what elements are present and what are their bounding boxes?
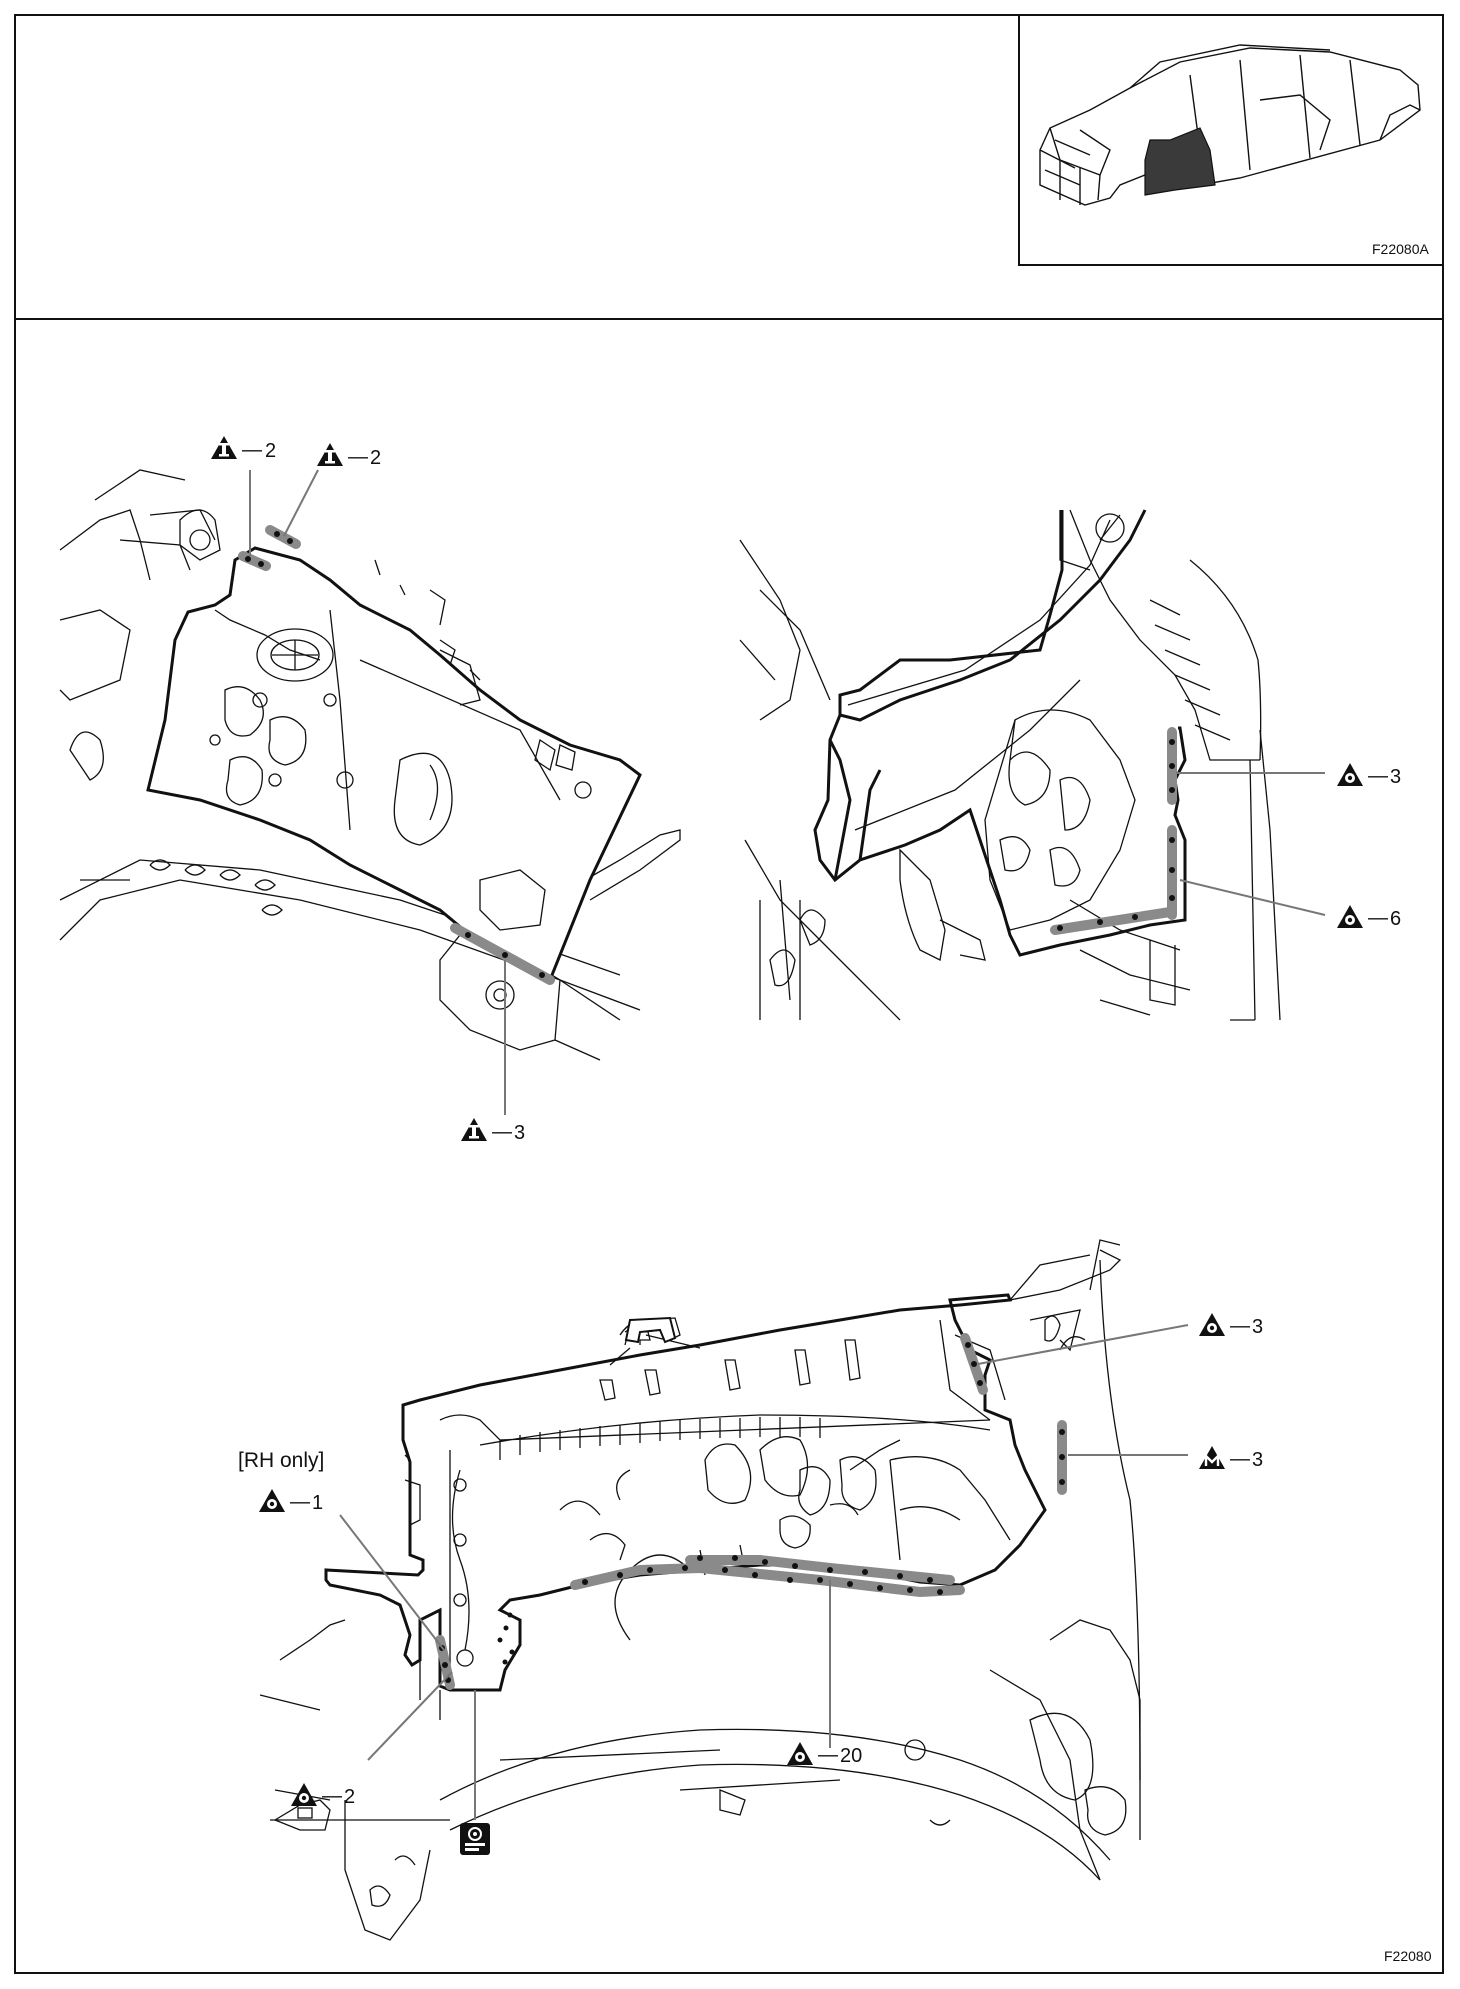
top-left-leader-lines — [249, 469, 506, 1115]
svg-text:3: 3 — [1390, 766, 1401, 788]
svg-text:—: — — [1230, 1315, 1250, 1337]
svg-text:—: — — [1368, 765, 1388, 787]
top-right-leader-lines — [1176, 772, 1326, 916]
side-member-details — [404, 1317, 1011, 1720]
page-frame — [14, 14, 1444, 1974]
inset-highlighted-panel — [1144, 127, 1216, 196]
svg-text:2: 2 — [370, 447, 381, 469]
wheelhouse-structure-lines — [847, 514, 1121, 831]
side-member-panel — [324, 1293, 1047, 1692]
plug-weld-icon — [259, 1489, 285, 1512]
callout-top-left-a: — 2 — [211, 436, 276, 462]
svg-text:2: 2 — [344, 1786, 355, 1808]
svg-text:2: 2 — [265, 440, 276, 462]
top-right-weld-marks — [1050, 727, 1177, 935]
callout-top-left-c: — 3 — [461, 1118, 525, 1144]
main-figure-id: F22080 — [1384, 1948, 1432, 1964]
svg-text:3: 3 — [514, 1122, 525, 1144]
sealer-icon — [460, 1823, 490, 1855]
bottom-weld-marks — [435, 1333, 1067, 1690]
svg-text:3: 3 — [1252, 1449, 1263, 1471]
callout-bottom-b: — 3 — [1197, 1444, 1263, 1471]
callout-bottom-e: — 20 — [787, 1742, 862, 1767]
callout-bottom-c: — 1 — [259, 1489, 323, 1514]
callout-bottom-d: — 2 — [291, 1783, 355, 1808]
svg-text:—: — — [348, 446, 368, 468]
inset-car-body — [1039, 44, 1421, 206]
svg-text:—: — — [818, 1744, 838, 1766]
location-inset — [1018, 14, 1444, 266]
svg-text:—: — — [242, 439, 262, 461]
top-bracket-handle — [624, 1316, 677, 1344]
front-apron-panel — [146, 546, 642, 983]
svg-text:6: 6 — [1390, 908, 1401, 930]
callout-top-left-b: — 2 — [317, 443, 381, 469]
wheelhouse-panel — [813, 509, 1187, 957]
svg-text:1: 1 — [312, 1492, 323, 1514]
header-divider — [14, 318, 1444, 320]
plug-weld-icon — [291, 1783, 317, 1806]
spot-weld-icon — [317, 443, 343, 466]
wheelhouse-drawing — [739, 509, 1281, 1021]
callout-top-right-a: — 3 — [1337, 763, 1401, 788]
top-left-weld-marks — [238, 525, 555, 985]
svg-text:—: — — [1230, 1448, 1250, 1470]
spot-weld-icon — [461, 1118, 487, 1141]
inset-figure-id: F22080A — [1372, 241, 1429, 257]
plug-weld-icon — [1337, 905, 1363, 928]
svg-text:—: — — [290, 1491, 310, 1513]
mig-weld-icon — [1197, 1444, 1227, 1471]
svg-text:—: — — [322, 1785, 342, 1807]
plug-weld-icon — [787, 1742, 813, 1765]
callout-bottom-a: — 3 — [1199, 1313, 1263, 1338]
bottom-leader-lines — [339, 1324, 1189, 1820]
svg-text:3: 3 — [1252, 1316, 1263, 1338]
plug-weld-icon — [1199, 1313, 1225, 1336]
svg-text:—: — — [1368, 907, 1388, 929]
front-apron-details — [209, 559, 592, 931]
side-member-drawing — [259, 1239, 1141, 1941]
svg-text:—: — — [492, 1121, 512, 1143]
plug-weld-icon — [1337, 763, 1363, 786]
front-apron-drawing — [59, 469, 681, 1061]
callout-top-right-b: — 6 — [1337, 905, 1401, 930]
svg-text:20: 20 — [840, 1745, 862, 1767]
spot-weld-icon — [211, 436, 237, 459]
rh-only-note: [RH only] — [238, 1449, 324, 1472]
